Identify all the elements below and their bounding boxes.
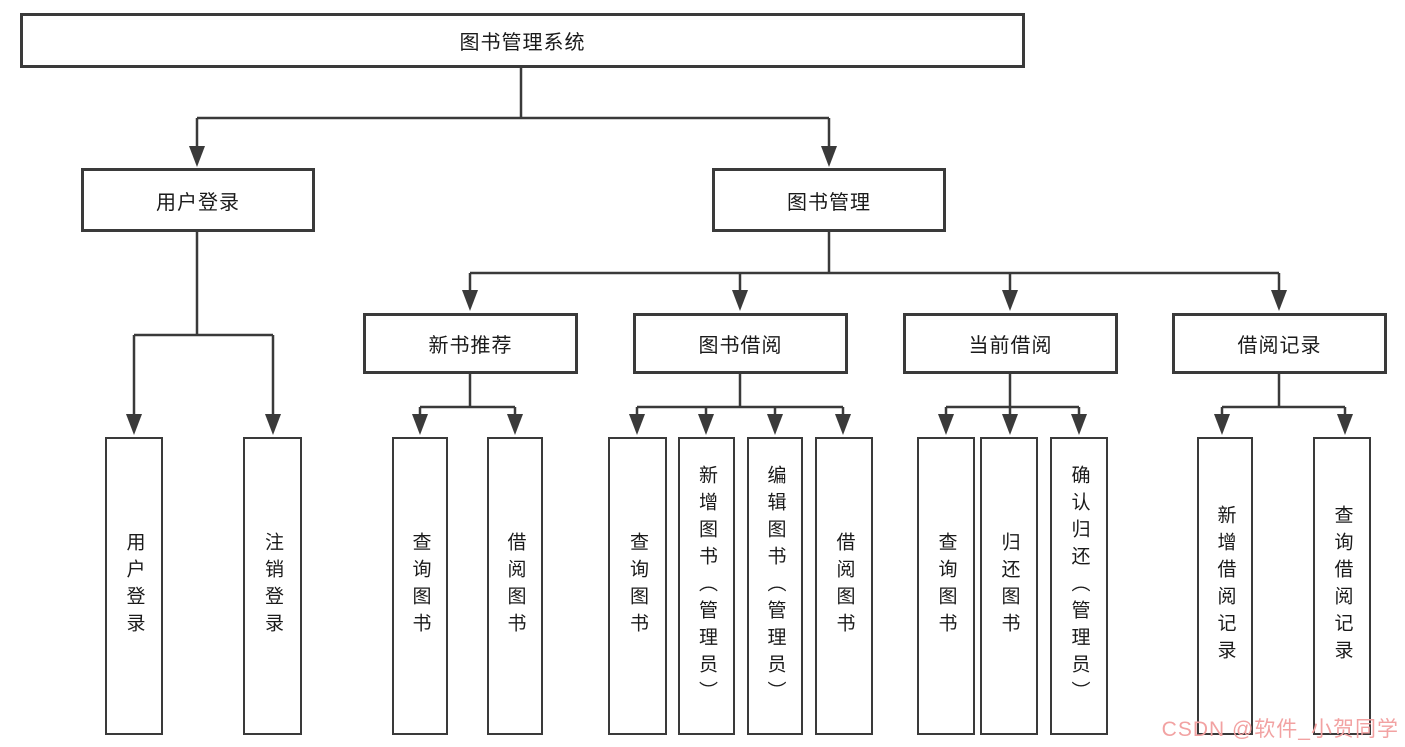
connector-borrowing-records-children <box>1214 374 1353 435</box>
node-leaf-user-login: 用户登录 <box>105 437 163 735</box>
node-label: 新书推荐 <box>428 335 513 357</box>
node-label: 用户登录 <box>123 532 145 640</box>
node-leaf-query-books-recommend: 查询图书 <box>392 437 448 735</box>
node-label: 图书借阅 <box>698 335 783 357</box>
node-leaf-edit-books-admin: 编辑图书（管理员） <box>747 437 803 735</box>
node-leaf-add-books-admin: 新增图书（管理员） <box>678 437 735 735</box>
node-label: 新增图书（管理员） <box>696 464 717 708</box>
connector-current-borrowing-children <box>938 374 1087 435</box>
node-leaf-query-books-borrowing: 查询图书 <box>608 437 667 735</box>
node-label: 确认归还（管理员） <box>1068 464 1090 708</box>
node-label: 借阅图书 <box>833 532 855 640</box>
node-book-borrowing: 图书借阅 <box>633 313 848 374</box>
node-leaf-borrow-books-recommend: 借阅图书 <box>487 437 543 735</box>
node-label: 当前借阅 <box>968 335 1053 357</box>
connector-new-book-children <box>412 374 523 435</box>
node-leaf-confirm-return-admin: 确认归还（管理员） <box>1050 437 1108 735</box>
node-leaf-query-books-current: 查询图书 <box>917 437 975 735</box>
csdn-watermark: CSDN @软件_小贺同学 <box>1161 718 1399 741</box>
node-label: 编辑图书（管理员） <box>764 464 786 708</box>
node-label: 查询图书 <box>409 532 431 640</box>
node-user-login: 用户登录 <box>81 168 315 232</box>
node-label: 查询借阅记录 <box>1331 505 1353 667</box>
node-label: 注销登录 <box>262 532 283 640</box>
node-label: 查询图书 <box>627 532 648 640</box>
node-leaf-borrow-books: 借阅图书 <box>815 437 873 735</box>
node-label: 新增借阅记录 <box>1214 505 1236 667</box>
node-leaf-return-books: 归还图书 <box>980 437 1038 735</box>
node-borrowing-records: 借阅记录 <box>1172 313 1387 374</box>
node-new-book-recommend: 新书推荐 <box>363 313 578 374</box>
node-library-management-system: 图书管理系统 <box>20 13 1025 68</box>
connector-book-management-to-level3 <box>462 232 1287 311</box>
connector-book-borrowing-children <box>629 374 851 435</box>
node-leaf-logout: 注销登录 <box>243 437 302 735</box>
connector-user-login-children <box>126 232 281 435</box>
connector-root-to-level2 <box>189 68 837 167</box>
node-book-management: 图书管理 <box>712 168 946 232</box>
node-label: 图书管理系统 <box>459 32 586 54</box>
node-label: 图书管理 <box>787 191 871 214</box>
node-current-borrowing: 当前借阅 <box>903 313 1118 374</box>
node-label: 借阅图书 <box>504 532 526 640</box>
node-leaf-add-borrow-record: 新增借阅记录 <box>1197 437 1253 735</box>
node-label: 归还图书 <box>998 532 1020 640</box>
node-label: 用户登录 <box>156 191 240 214</box>
node-label: 借阅记录 <box>1237 335 1322 357</box>
node-leaf-query-borrow-record: 查询借阅记录 <box>1313 437 1371 735</box>
node-label: 查询图书 <box>935 532 957 640</box>
